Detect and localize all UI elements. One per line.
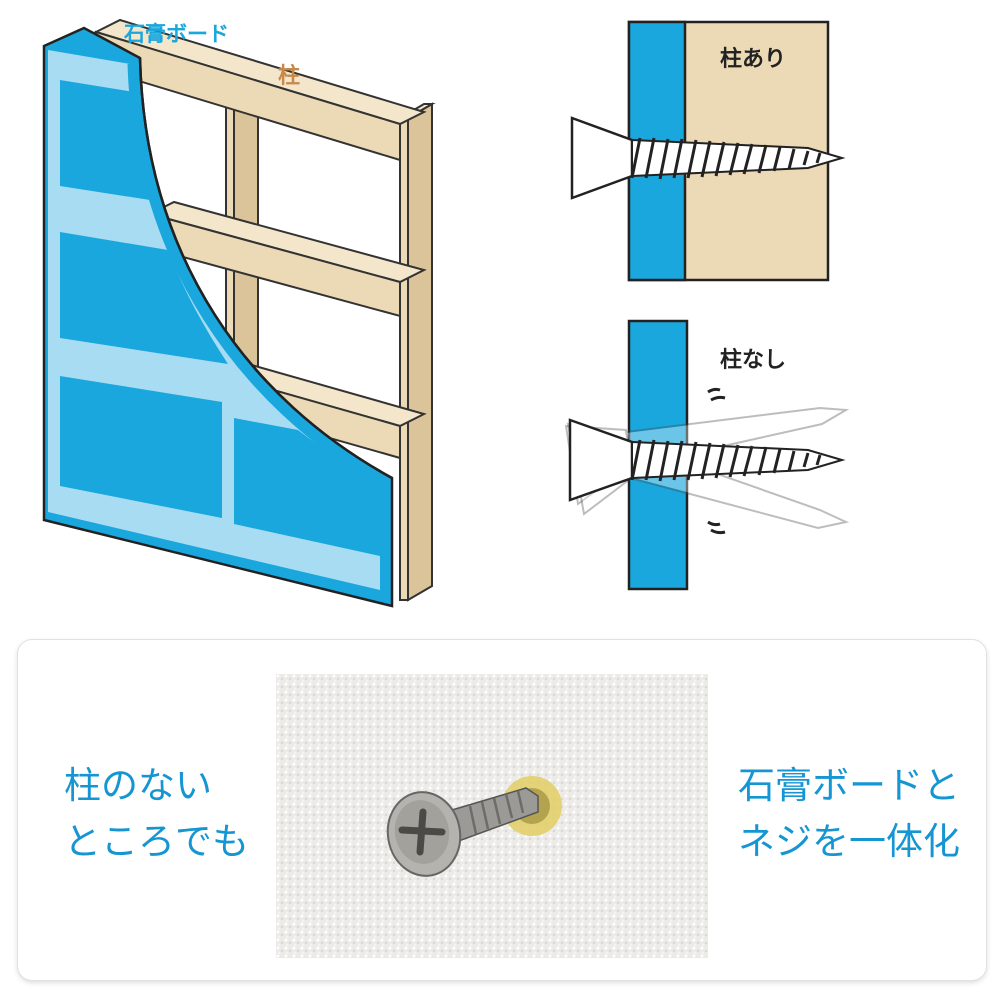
caption-left-line-1: 柱のない — [64, 764, 212, 807]
gypsum-board-label: 石膏ボード — [124, 22, 229, 46]
without-stud-label: 柱なし — [720, 348, 787, 373]
gypsum-board — [42, 26, 394, 608]
caption-right-line-2: ネジを一体化 — [738, 820, 960, 863]
caption-right-line-1: 石膏ボードと — [738, 764, 960, 807]
diagram-without-stud — [564, 319, 850, 591]
screw-icon — [386, 787, 539, 877]
screw-in-wall-photo — [276, 674, 708, 958]
diagram-with-stud — [570, 20, 846, 282]
with-stud-label: 柱あり — [720, 47, 787, 72]
wobble-marks — [707, 387, 726, 535]
right-stud — [396, 102, 436, 602]
wall-cutaway-illustration — [42, 18, 850, 608]
screw-icon — [570, 116, 846, 200]
caption-left-line-2: ところでも — [64, 820, 249, 863]
screw-icon — [568, 418, 846, 502]
stud-label: 柱 — [278, 64, 301, 89]
